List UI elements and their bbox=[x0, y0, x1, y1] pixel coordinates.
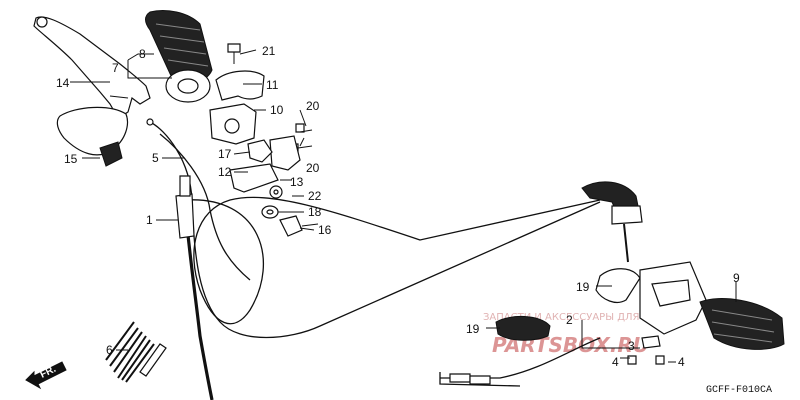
callout-15: 15 bbox=[64, 152, 78, 166]
callout-22: 22 bbox=[308, 189, 322, 203]
callout-1: 1 bbox=[146, 213, 153, 227]
part-21-screw bbox=[227, 43, 241, 64]
callout-19-lower: 19 bbox=[466, 322, 480, 336]
callout-4-right: 4 bbox=[678, 355, 685, 369]
callout-numbers: 14 15 7 8 21 11 10 20 20 17 12 13 22 18 … bbox=[56, 44, 740, 369]
part-19-band-upper bbox=[595, 268, 641, 303]
front-direction-arrow: FR. bbox=[25, 361, 67, 390]
part-1-clutch-cable bbox=[175, 175, 601, 400]
part-10-housing bbox=[209, 103, 257, 145]
right-switch-housing bbox=[639, 261, 707, 335]
callout-16: 16 bbox=[318, 223, 332, 237]
part-8-throttle-grip bbox=[145, 10, 213, 103]
callout-10: 10 bbox=[270, 103, 284, 117]
part-18-washer bbox=[261, 205, 279, 219]
part-12-holder bbox=[229, 163, 279, 193]
part-9-right-grip bbox=[699, 298, 785, 350]
callout-3: 3 bbox=[628, 339, 635, 353]
callout-20-bottom: 20 bbox=[306, 161, 320, 175]
callout-7: 7 bbox=[112, 61, 119, 75]
part-4-screws bbox=[627, 355, 665, 365]
part-13-clamp bbox=[269, 135, 301, 171]
callout-8: 8 bbox=[139, 47, 146, 61]
part-6-spring bbox=[105, 321, 167, 383]
callout-5: 5 bbox=[152, 151, 159, 165]
callout-13: 13 bbox=[290, 175, 304, 189]
callout-6: 6 bbox=[106, 343, 113, 357]
callout-21: 21 bbox=[262, 44, 276, 58]
part-17-pivot bbox=[247, 139, 273, 163]
callout-12: 12 bbox=[218, 165, 232, 179]
callout-19-upper: 19 bbox=[576, 280, 590, 294]
leader-lines bbox=[70, 49, 737, 363]
callout-11: 11 bbox=[266, 78, 279, 92]
callout-4-left: 4 bbox=[612, 355, 619, 369]
callout-14: 14 bbox=[56, 76, 70, 90]
part-14-clutch-lever bbox=[33, 16, 151, 119]
part-3-nut bbox=[641, 335, 661, 349]
callout-9: 9 bbox=[733, 271, 740, 285]
callout-18: 18 bbox=[308, 205, 322, 219]
callout-17: 17 bbox=[218, 147, 232, 161]
callout-2: 2 bbox=[566, 313, 573, 327]
part-16-adjuster bbox=[279, 215, 319, 237]
part-19-band-lower bbox=[495, 316, 551, 341]
part-11-housing-cover bbox=[215, 70, 265, 101]
watermark-text: ЗАПАСТИ И АКСЕССУАРЫ ДЛЯ ТЕХНИКИ bbox=[483, 312, 692, 323]
diagram-code: GCFF-F010CA bbox=[706, 385, 772, 396]
cable-elbow-boot bbox=[581, 181, 643, 263]
part-5-throttle-cable bbox=[146, 118, 601, 339]
callout-20-top: 20 bbox=[306, 99, 320, 113]
part-22-nut bbox=[269, 185, 283, 199]
part-2-wiring-harness bbox=[439, 337, 601, 387]
part-15-lever-cover bbox=[56, 106, 129, 167]
